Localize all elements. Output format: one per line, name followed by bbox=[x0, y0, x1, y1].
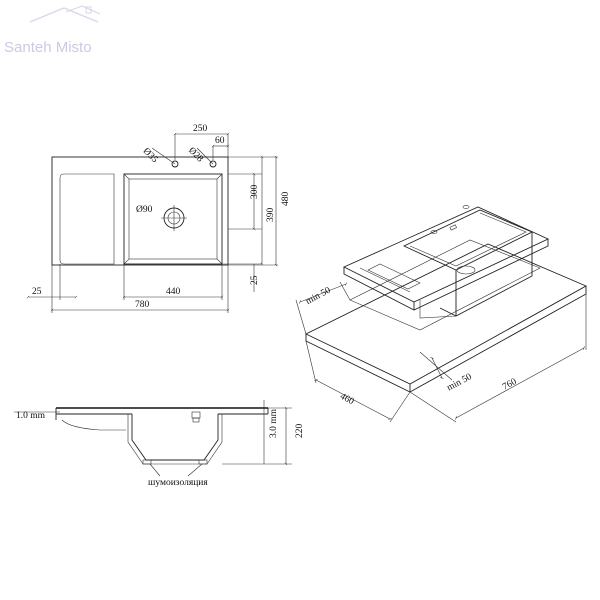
section-view: шумоизоляция 1.0 mm 3.0 mm 220 bbox=[14, 400, 305, 488]
bowl-outer bbox=[123, 173, 223, 265]
brand-logo-text: Santeh Misto bbox=[4, 39, 92, 56]
tap-hole bbox=[171, 160, 179, 168]
dim-390: 390 bbox=[266, 208, 276, 223]
accessory-hole bbox=[209, 160, 217, 168]
dim-thickness-top: 1.0 mm bbox=[16, 411, 46, 421]
dim-480: 480 bbox=[281, 192, 291, 207]
dim-300: 300 bbox=[250, 185, 260, 200]
dim-d90: Ø90 bbox=[136, 205, 153, 215]
sink-outline bbox=[51, 156, 229, 266]
dim-60: 60 bbox=[215, 136, 225, 146]
dim-min50-right: min 50 bbox=[445, 372, 473, 393]
bowl-opening bbox=[402, 209, 534, 271]
dim-d35: Ø35 bbox=[141, 146, 160, 165]
top-view: 250 60 Ø35 Ø28 Ø90 300 390 480 25 25 440… bbox=[26, 124, 291, 313]
isometric-view: min 50 460 min 50 760 bbox=[295, 205, 588, 423]
brand-logo: Santeh Misto bbox=[4, 5, 101, 56]
dim-250: 250 bbox=[193, 124, 208, 134]
dim-d28: Ø28 bbox=[186, 146, 205, 165]
dim-460: 460 bbox=[338, 392, 355, 408]
dim-440: 440 bbox=[166, 287, 181, 297]
insulation-label: шумоизоляция bbox=[148, 478, 208, 488]
drainboard-outline bbox=[59, 173, 115, 265]
dim-25-left: 25 bbox=[32, 287, 42, 297]
dim-min50-left: min 50 bbox=[304, 286, 332, 307]
dim-780: 780 bbox=[135, 300, 150, 310]
bowl-section bbox=[131, 414, 219, 461]
bowl-inner bbox=[128, 178, 218, 260]
dim-25-right: 25 bbox=[250, 275, 260, 285]
dim-depth-220: 220 bbox=[295, 424, 305, 439]
dim-thickness-wall: 3.0 mm bbox=[269, 408, 279, 438]
dim-760: 760 bbox=[501, 377, 518, 393]
house-roof-icon bbox=[29, 5, 101, 23]
